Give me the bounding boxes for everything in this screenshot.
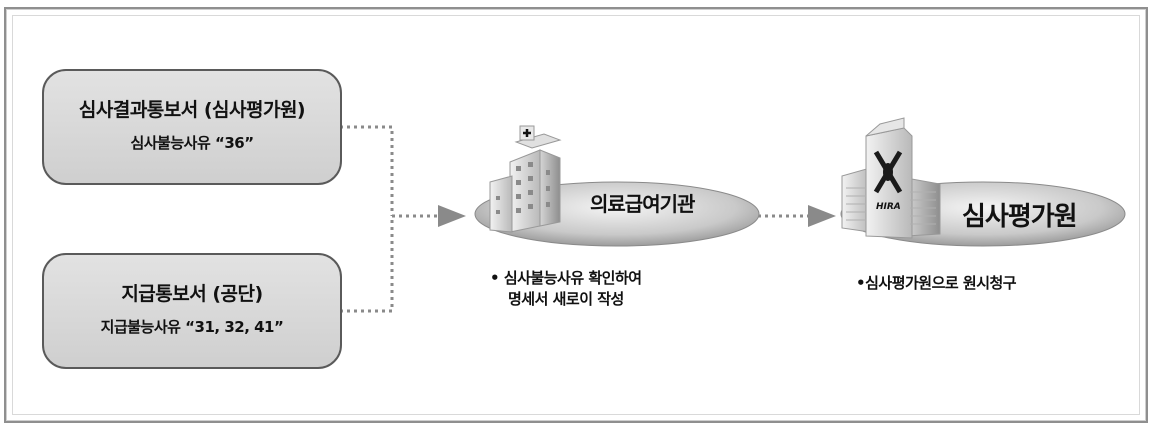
- note-bullet: •: [490, 269, 500, 287]
- hospital-building-icon: [489, 125, 562, 233]
- audit-result-notice-reason: 심사불능사유 “36”: [130, 134, 254, 152]
- medical-note-line2: 명세서 새로이 작성: [508, 290, 624, 308]
- arrow-to-medical: [392, 205, 466, 227]
- hira-note: •심사평가원으로 원시청구: [856, 274, 1017, 292]
- hira-building-icon: [841, 117, 941, 239]
- payment-notice-reason: 지급불능사유 “31, 32, 41”: [100, 318, 284, 336]
- hira-logo-text: HIRA: [876, 202, 901, 212]
- dotted-connector-bottom: [340, 216, 394, 313]
- dotted-connector-top: [340, 125, 394, 216]
- arrow-to-hira: [758, 205, 836, 227]
- payment-notice-box: 지급통보서 (공단) 지급불능사유 “31, 32, 41”: [42, 253, 342, 369]
- audit-result-notice-title: 심사결과통보서 (심사평가원): [78, 99, 306, 121]
- medical-institution-note: • 심사불능사유 확인하여 명세서 새로이 작성: [490, 268, 642, 310]
- payment-notice-title: 지급통보서 (공단): [121, 283, 263, 305]
- hira-label: 심사평가원: [962, 202, 1078, 232]
- audit-result-notice-box: 심사결과통보서 (심사평가원) 심사불능사유 “36”: [42, 69, 342, 185]
- medical-institution-label: 의료급여기관: [590, 192, 695, 216]
- medical-note-line1: 심사불능사유 확인하여: [503, 269, 642, 287]
